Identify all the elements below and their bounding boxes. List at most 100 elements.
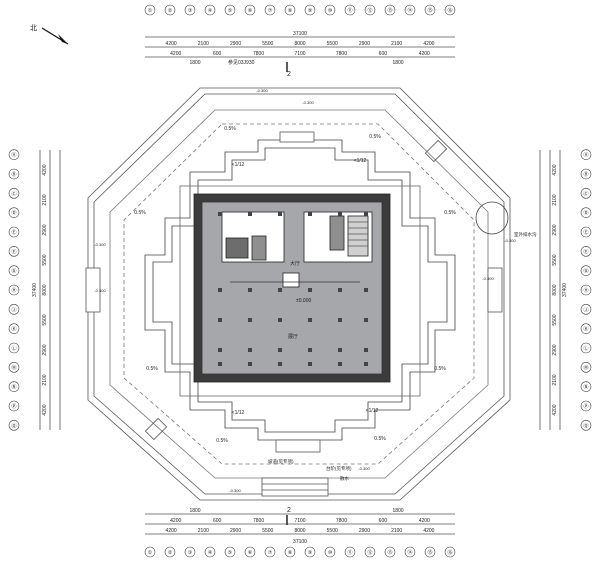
axis-bubble-side <box>8 188 20 199</box>
bottom-dim-2: 4200 <box>170 518 181 524</box>
plinth-inner <box>152 147 448 433</box>
right-note: 室外排水沟 <box>514 231 537 238</box>
axis-label-left: Ⓝ <box>11 384 16 391</box>
axis-label-top: ⑬ <box>387 7 392 14</box>
axis-bubble <box>384 546 396 558</box>
axis-bubble <box>444 546 456 558</box>
column-mark <box>218 348 222 352</box>
axis-bubble-side <box>580 265 592 276</box>
axis-bubble <box>444 4 456 16</box>
axis-label-top: ⑥ <box>248 8 253 14</box>
axis-bubble <box>284 546 296 558</box>
axis-bubble <box>404 546 416 558</box>
column-mark <box>338 348 342 352</box>
top-dim-2: 4200 <box>419 51 430 57</box>
left-dim: 5500 <box>42 314 48 325</box>
right-dim: 2100 <box>552 374 558 385</box>
bottom-note-1: 坡道(见专项) <box>268 458 294 465</box>
top-dim-small: 1800 <box>392 60 403 66</box>
axis-bubble <box>364 4 376 16</box>
bottom-dim: 5500 <box>327 528 338 534</box>
axis-label-bottom: ⑮ <box>427 549 432 556</box>
column-mark <box>278 348 282 352</box>
axis-bubble <box>184 546 196 558</box>
left-dim: 5500 <box>42 254 48 265</box>
top-dim-2: 7100 <box>294 51 305 57</box>
top-dim: 5500 <box>262 41 273 47</box>
ne-drain-circle <box>475 201 509 235</box>
axis-label-bottom: ⑨ <box>308 550 313 556</box>
axis-bubble <box>344 4 356 16</box>
axis-label-left: Ⓖ <box>11 268 16 275</box>
axis-bubble-side <box>8 362 20 373</box>
column-mark <box>364 362 368 366</box>
axis-label-right: Ⓚ <box>583 326 588 333</box>
slope-label: 0.5% <box>374 436 386 442</box>
bottom-dim: 4200 <box>166 528 177 534</box>
axis-bubble <box>224 546 236 558</box>
column-mark <box>248 362 252 366</box>
column-mark <box>338 212 342 216</box>
bottom-total: 37100 <box>293 539 307 545</box>
axis-label-top: ③ <box>188 8 193 14</box>
outer-octagon <box>87 87 511 501</box>
left-core-room2 <box>251 235 267 261</box>
axis-bubble <box>204 4 216 16</box>
bottom-dim-2: 7100 <box>294 518 305 524</box>
column-mark <box>308 212 312 216</box>
axis-bubble-side <box>8 381 20 392</box>
column-mark <box>308 288 312 292</box>
axis-label-right: Ⓓ <box>583 210 588 217</box>
bottom-dim-small: 1800 <box>392 508 403 514</box>
bottom-dim-2: 7800 <box>336 518 347 524</box>
right-dim: 5500 <box>552 314 558 325</box>
axis-bubble <box>264 546 276 558</box>
axis-bubble <box>244 546 256 558</box>
north-label: 北 <box>30 24 37 32</box>
bottom-dim: 2900 <box>359 528 370 534</box>
right-total: 37400 <box>562 283 568 297</box>
south-steps <box>261 477 329 497</box>
axis-bubble-side <box>8 246 20 257</box>
bottom-dim-2: 600 <box>213 518 222 524</box>
top-dim: 2900 <box>230 41 241 47</box>
top-dim: 2100 <box>391 41 402 47</box>
axis-label-left: Ⓕ <box>11 248 16 255</box>
section-mark-bottom: 2 <box>287 507 291 514</box>
axis-bubble <box>424 546 436 558</box>
axis-bubble-side <box>580 323 592 334</box>
left-total: 37400 <box>32 283 38 297</box>
axis-label-bottom: ⑤ <box>228 550 233 556</box>
axis-label-right: Ⓝ <box>583 384 588 391</box>
axis-label-bottom: ② <box>168 550 173 556</box>
axis-bubble <box>304 546 316 558</box>
axis-label-left: Ⓛ <box>11 345 16 352</box>
axis-bubble-side <box>8 226 20 238</box>
axis-bubble-side <box>8 265 20 276</box>
level-label: -0.300 <box>94 242 106 247</box>
axis-label-right: Ⓛ <box>583 345 588 352</box>
top-dim: 4200 <box>423 41 434 47</box>
right-dim: 5500 <box>552 254 558 265</box>
left-dim: 8000 <box>42 284 48 295</box>
right-dim: 8000 <box>552 284 558 295</box>
axis-bubble-side <box>8 323 20 334</box>
axis-label-top: ⑤ <box>228 8 233 14</box>
axis-label-right: Ⓖ <box>583 268 588 275</box>
axis-bubble <box>324 546 336 558</box>
column-mark <box>338 362 342 366</box>
top-dim-2: 7800 <box>253 51 264 57</box>
column-mark <box>218 362 222 366</box>
axis-label-right: Ⓜ <box>583 364 588 371</box>
column-mark <box>278 362 282 366</box>
axis-label-left: Ⓙ <box>11 306 16 313</box>
column-mark <box>308 362 312 366</box>
column-mark <box>248 288 252 292</box>
center-label: 展厅 <box>288 334 298 340</box>
axis-label-bottom: ⑪ <box>347 549 352 556</box>
axis-label-right: Ⓟ <box>583 403 588 410</box>
axis-bubble <box>264 4 276 16</box>
entry-block <box>282 272 300 288</box>
axis-label-left: Ⓐ <box>11 152 16 159</box>
column-mark <box>278 318 282 322</box>
